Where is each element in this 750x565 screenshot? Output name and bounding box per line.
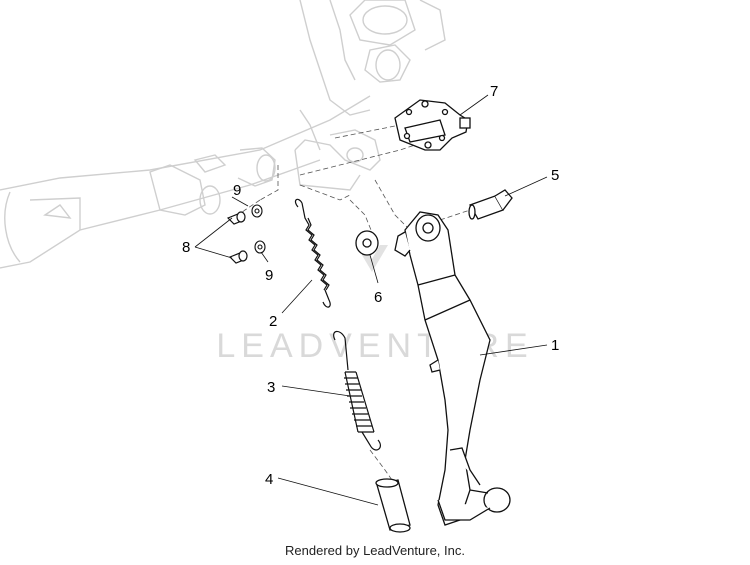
part-3-short-spring — [333, 330, 381, 451]
callout-4: 4 — [265, 471, 273, 488]
callout-7: 7 — [490, 83, 498, 100]
ghost-frame — [0, 0, 446, 269]
callout-9-lower: 9 — [265, 267, 273, 284]
callout-1: 1 — [551, 337, 559, 354]
part-5-pivot-bolt — [468, 189, 513, 220]
callout-leaders — [194, 94, 548, 506]
part-9-washers — [251, 204, 266, 254]
part-7-bracket — [394, 99, 471, 151]
callout-2: 2 — [269, 313, 277, 330]
part-4-sleeve — [375, 478, 411, 533]
render-credit-footer: Rendered by LeadVenture, Inc. — [285, 543, 465, 558]
callout-numbers: 7 5 9 8 9 6 2 1 3 4 — [182, 83, 559, 488]
callout-6: 6 — [374, 289, 382, 306]
callout-9-upper: 9 — [233, 182, 241, 199]
part-2-long-spring — [294, 198, 331, 308]
part-6-washer — [355, 230, 379, 256]
part-1-side-stand — [394, 211, 511, 526]
callout-8: 8 — [182, 239, 190, 256]
callout-5: 5 — [551, 167, 559, 184]
part-8-screws — [226, 211, 248, 264]
callout-3: 3 — [267, 379, 275, 396]
